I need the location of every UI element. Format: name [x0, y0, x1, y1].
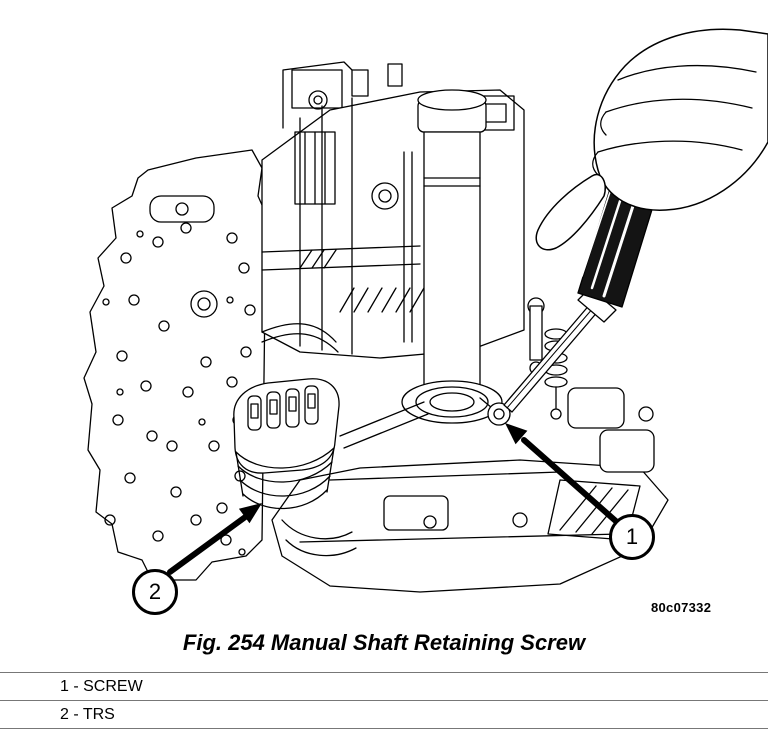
- callout-2-trs: 2: [132, 569, 178, 615]
- legend-item-trs: 2 - TRS: [0, 700, 768, 728]
- callout-1-screw: 1: [609, 514, 655, 560]
- shift-linkage: [261, 323, 493, 449]
- valve-body-plate: [83, 149, 267, 581]
- image-code: 80c07332: [651, 600, 712, 615]
- trs-connector: [233, 378, 340, 510]
- valve-body-illustration: [83, 28, 768, 593]
- callout-arrow-1: [505, 423, 621, 526]
- upper-housing: [282, 61, 353, 129]
- figure-legend: 1 - SCREW 2 - TRS: [0, 672, 768, 729]
- figure-caption: Fig. 254 Manual Shaft Retaining Screw: [182, 630, 586, 655]
- manual-shaft-valve: [401, 89, 503, 424]
- callout-2-number: 2: [148, 579, 162, 604]
- hand: [535, 28, 768, 251]
- case-steps: [567, 387, 655, 473]
- legend-item-screw: 1 - SCREW: [0, 672, 768, 700]
- retaining-screw: [487, 402, 511, 426]
- lower-case: [271, 459, 669, 593]
- callout-arrow-2: [167, 503, 262, 575]
- callout-1-number: 1: [625, 524, 639, 549]
- callout-arrows: [167, 423, 621, 575]
